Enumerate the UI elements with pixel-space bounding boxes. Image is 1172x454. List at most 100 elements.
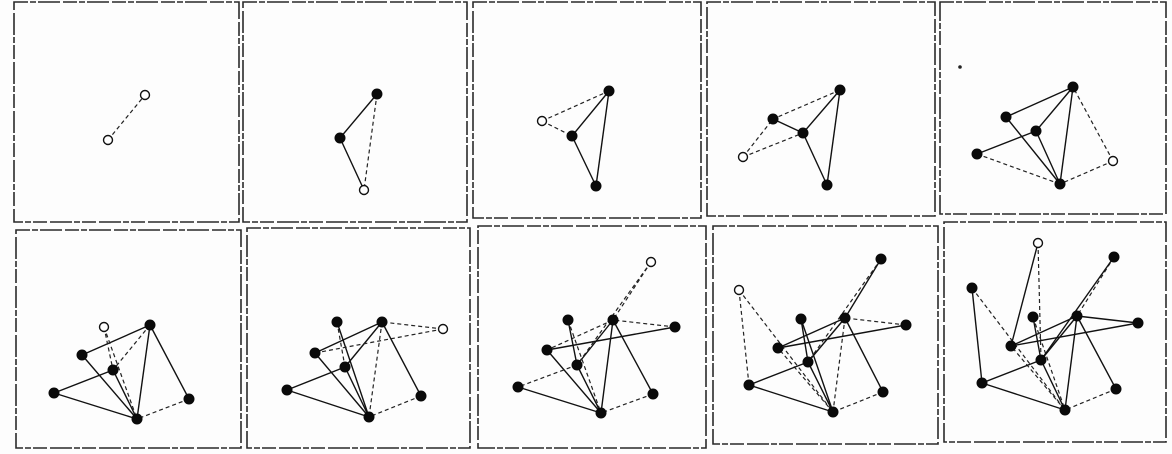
graph-edge bbox=[742, 132, 804, 158]
graph-edge bbox=[1076, 256, 1115, 317]
graph-edge bbox=[381, 321, 444, 330]
graph-edge bbox=[112, 324, 151, 371]
panel-frame bbox=[242, 1, 468, 223]
graph-node bbox=[1071, 310, 1083, 322]
panel-6 bbox=[15, 229, 242, 449]
panel-frame bbox=[477, 225, 707, 449]
graph-edge bbox=[1032, 316, 1042, 361]
graph-edge bbox=[112, 369, 138, 420]
graph-node bbox=[1000, 111, 1012, 123]
graph-node bbox=[607, 314, 619, 326]
graph-edge bbox=[600, 393, 654, 414]
panel-5 bbox=[939, 1, 1167, 215]
graph-node bbox=[976, 377, 988, 389]
graph-edge bbox=[81, 324, 151, 356]
graph-edge bbox=[314, 352, 370, 418]
graph-edge bbox=[336, 321, 346, 368]
graph-edge bbox=[567, 319, 578, 366]
graph-edge bbox=[336, 321, 370, 418]
graph-node bbox=[821, 179, 833, 191]
graph-node bbox=[875, 253, 887, 265]
graph-edge bbox=[517, 364, 578, 388]
panel-frame bbox=[943, 221, 1167, 443]
graph-node bbox=[334, 132, 346, 144]
graph-edge bbox=[826, 89, 841, 186]
graph-edge bbox=[107, 94, 146, 141]
graph-node bbox=[1005, 340, 1017, 352]
graph-node bbox=[571, 359, 583, 371]
graph-node bbox=[971, 148, 983, 160]
panel-4 bbox=[706, 1, 936, 217]
graph-node bbox=[827, 406, 839, 418]
graph-node bbox=[363, 411, 375, 423]
graph-edge bbox=[517, 386, 602, 414]
graph-edge bbox=[800, 318, 834, 413]
graph-edge bbox=[381, 321, 422, 397]
graph-node bbox=[669, 321, 681, 333]
graph-edge bbox=[1032, 316, 1066, 411]
graph-edge bbox=[546, 326, 676, 351]
graph-node bbox=[1027, 311, 1039, 323]
graph-edge bbox=[1010, 242, 1039, 347]
graph-node bbox=[877, 386, 889, 398]
graph-node bbox=[966, 282, 978, 294]
graph-edge bbox=[1035, 130, 1061, 185]
graph-node bbox=[144, 319, 156, 331]
graph-edge bbox=[777, 317, 846, 349]
graph-edge bbox=[807, 258, 882, 363]
graph-node bbox=[107, 364, 119, 376]
graph-edge bbox=[742, 118, 774, 158]
panel-frame bbox=[939, 1, 1167, 215]
graph-edge bbox=[363, 93, 378, 191]
graph-node bbox=[1067, 81, 1079, 93]
graph-node bbox=[603, 85, 615, 97]
graph-node bbox=[183, 393, 195, 405]
graph-node bbox=[900, 319, 912, 331]
panel-7 bbox=[246, 227, 471, 449]
new-node bbox=[733, 284, 745, 296]
graph-node bbox=[743, 379, 755, 391]
graph-edge bbox=[832, 317, 846, 413]
graph-edge bbox=[286, 389, 370, 418]
graph-edge bbox=[802, 132, 828, 186]
graph-edge bbox=[368, 321, 383, 418]
graph-edge bbox=[286, 366, 346, 391]
graph-edge bbox=[103, 326, 114, 371]
graph-edge bbox=[612, 319, 676, 328]
graph-node bbox=[1030, 125, 1042, 137]
panel-frame bbox=[712, 225, 939, 445]
new-node bbox=[1032, 237, 1044, 249]
graph-edge bbox=[53, 369, 114, 394]
graph-edge bbox=[971, 287, 1066, 411]
graph-edge bbox=[981, 359, 1042, 384]
graph-edge bbox=[1059, 86, 1074, 185]
graph-edge bbox=[149, 324, 190, 400]
graph-edge bbox=[844, 317, 907, 326]
graph-edge bbox=[844, 317, 884, 393]
graph-edge bbox=[567, 319, 602, 414]
graph-edge bbox=[612, 261, 652, 321]
graph-edge bbox=[612, 319, 654, 395]
graph-node bbox=[415, 390, 427, 402]
graph-node bbox=[541, 344, 553, 356]
graph-edge bbox=[339, 137, 365, 191]
graph-node bbox=[371, 88, 383, 100]
new-node bbox=[737, 151, 749, 163]
speck-mark bbox=[958, 65, 962, 69]
graph-edge bbox=[571, 135, 597, 187]
graph-edge bbox=[1040, 256, 1115, 361]
graph-node bbox=[647, 388, 659, 400]
graph-edge bbox=[748, 361, 809, 386]
graph-node bbox=[331, 316, 343, 328]
panel-1 bbox=[13, 1, 240, 223]
graph-edge bbox=[576, 319, 614, 366]
graph-edge bbox=[339, 93, 378, 139]
graph-edge bbox=[807, 361, 834, 413]
graph-node bbox=[339, 361, 351, 373]
graph-edge bbox=[802, 89, 841, 134]
panel-8 bbox=[477, 225, 707, 449]
graph-edge bbox=[1076, 315, 1117, 390]
graph-node bbox=[1110, 383, 1122, 395]
graph-edge bbox=[368, 395, 422, 418]
